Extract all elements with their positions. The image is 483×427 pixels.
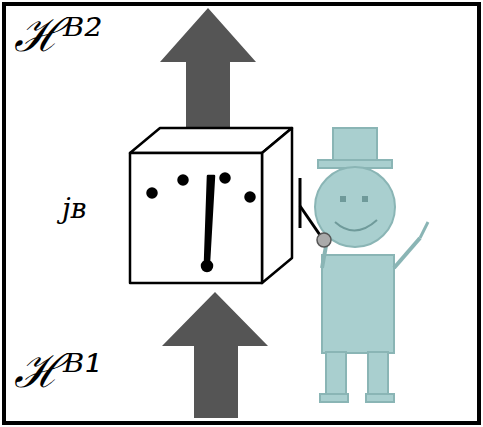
- space-label: ℋᴮ¹: [14, 338, 103, 400]
- frame: [4, 4, 479, 423]
- clock-label: jʙ: [62, 192, 86, 225]
- operator-figure: [315, 128, 428, 402]
- crank-knob: [317, 233, 331, 247]
- up-arrow: [160, 8, 256, 128]
- clock-box: [130, 128, 292, 283]
- space-label: ℋᴮ²: [14, 2, 103, 64]
- up-arrow: [162, 292, 268, 418]
